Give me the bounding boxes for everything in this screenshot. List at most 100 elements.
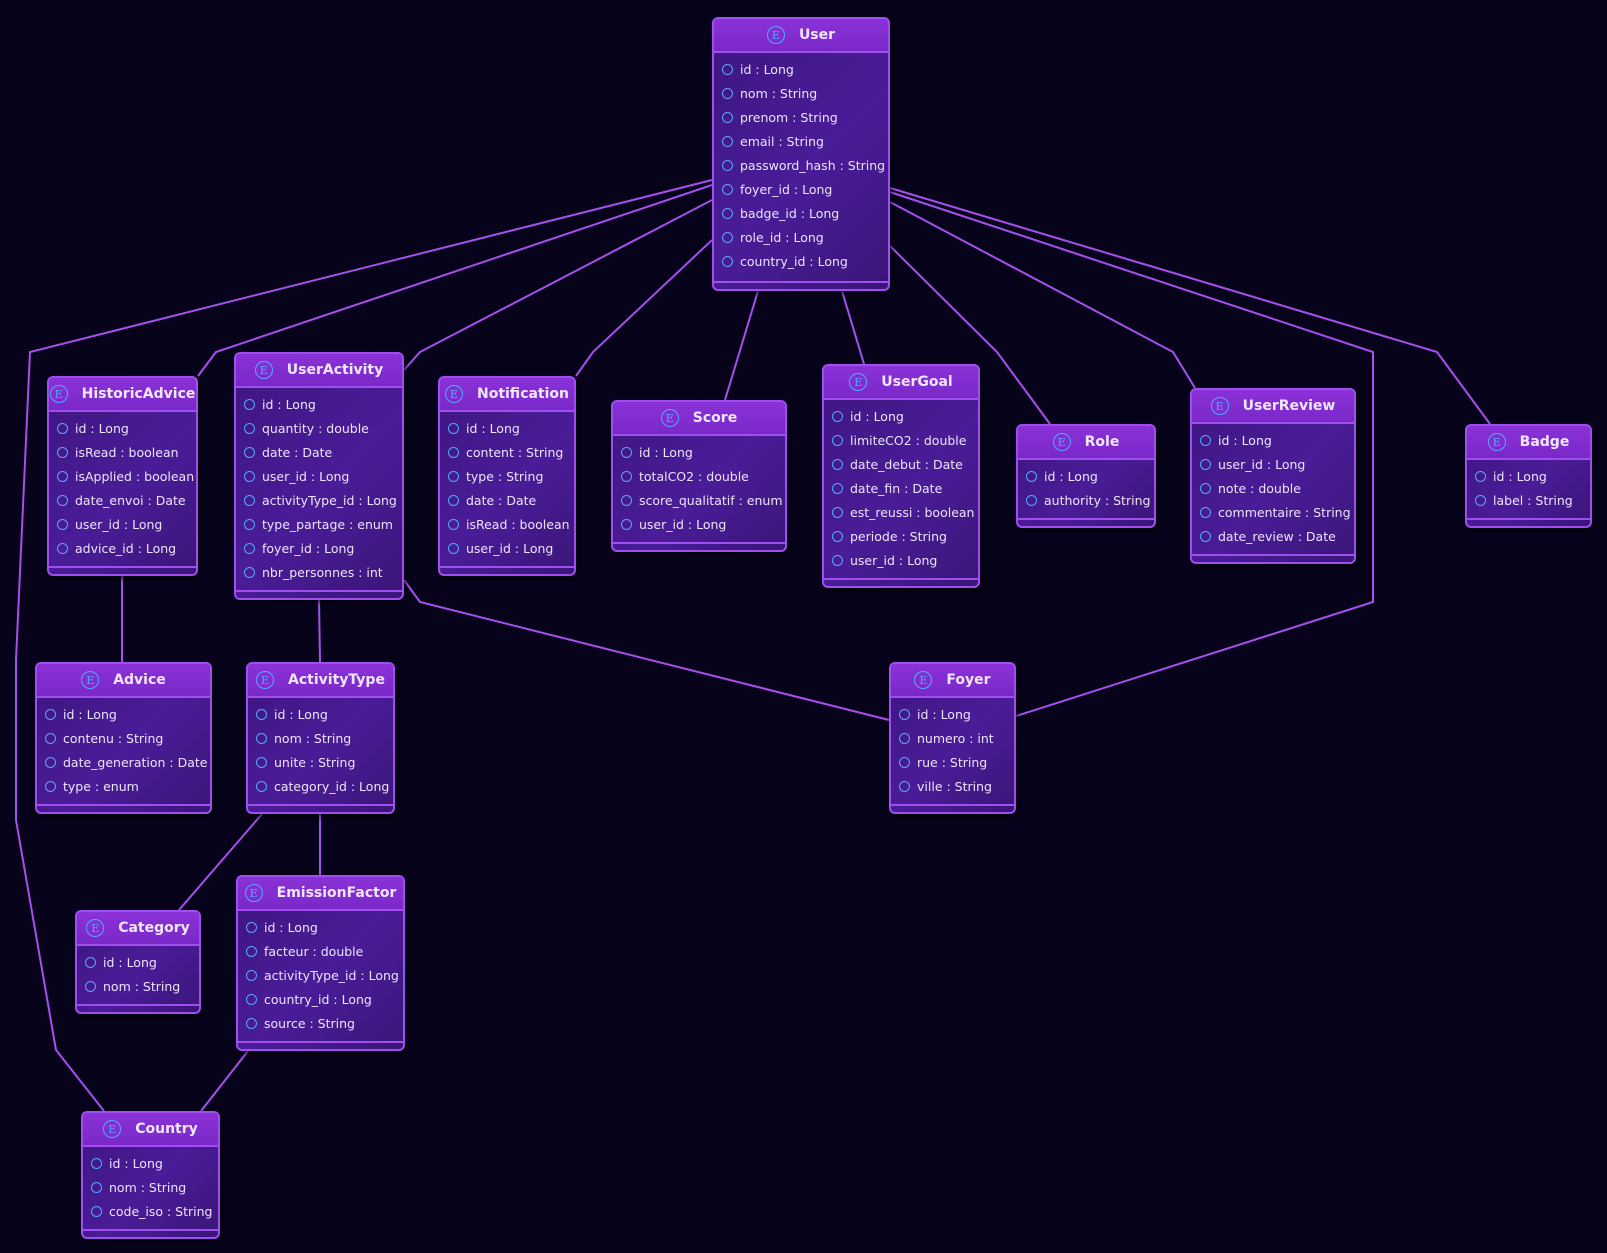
entity-field: id : Long <box>714 57 888 81</box>
entity-name: Advice <box>113 672 166 688</box>
field-visibility-icon <box>1200 530 1211 542</box>
entity-footer-divider <box>1018 518 1154 520</box>
entity-footer-divider <box>238 1041 403 1043</box>
entity-footer-divider <box>236 590 402 592</box>
edge-user-historicadvice <box>15 179 713 1112</box>
field-visibility-icon <box>621 518 632 530</box>
field-visibility-icon <box>256 756 267 768</box>
field-visibility-icon <box>832 482 843 494</box>
field-visibility-icon <box>256 732 267 744</box>
field-visibility-icon <box>899 708 910 720</box>
field-visibility-icon <box>246 1017 257 1029</box>
field-label: id : Long <box>1493 468 1547 484</box>
field-label: date_generation : Date <box>63 754 208 770</box>
entity-footer-divider <box>891 804 1014 806</box>
field-visibility-icon <box>244 494 255 506</box>
field-label: user_id : Long <box>75 516 163 532</box>
entity-field: foyer_id : Long <box>236 536 402 560</box>
field-label: id : Long <box>740 61 794 77</box>
entity-field: unite : String <box>248 750 393 774</box>
entity-field: date_review : Date <box>1192 524 1354 548</box>
field-label: badge_id : Long <box>740 205 840 221</box>
field-label: rue : String <box>917 754 988 770</box>
field-label: activityType_id : Long <box>264 967 399 983</box>
entity-field: quantity : double <box>236 416 402 440</box>
field-label: nom : String <box>103 978 181 994</box>
entity-field: code_iso : String <box>83 1199 218 1223</box>
entity-name: Badge <box>1519 434 1570 450</box>
entity-name: Category <box>118 920 190 936</box>
field-label: user_id : Long <box>850 552 938 568</box>
field-visibility-icon <box>722 183 733 195</box>
entity-field: isApplied : boolean <box>49 464 196 488</box>
field-label: date_fin : Date <box>850 480 943 496</box>
field-label: id : Long <box>1044 468 1098 484</box>
field-visibility-icon <box>722 231 733 243</box>
field-label: category_id : Long <box>274 778 390 794</box>
field-label: date : Date <box>262 444 333 460</box>
field-visibility-icon <box>246 921 257 933</box>
entity-field: id : Long <box>248 702 393 726</box>
field-visibility-icon <box>91 1157 102 1169</box>
edge-user-role <box>889 245 1051 425</box>
edge-user-foyer <box>889 191 1374 717</box>
entity-field: score_qualitatif : enum <box>613 488 785 512</box>
field-label: contenu : String <box>63 730 164 746</box>
field-visibility-icon <box>85 980 96 992</box>
field-visibility-icon <box>1026 494 1037 506</box>
field-visibility-icon <box>57 518 68 530</box>
field-label: source : String <box>264 1015 355 1031</box>
field-visibility-icon <box>722 135 733 147</box>
field-label: advice_id : Long <box>75 540 177 556</box>
field-visibility-icon <box>832 434 843 446</box>
field-visibility-icon <box>722 159 733 171</box>
field-label: date_review : Date <box>1218 528 1336 544</box>
field-visibility-icon <box>899 780 910 792</box>
entity-icon: E <box>444 385 463 403</box>
entity-field: id : Long <box>824 404 978 428</box>
entity-field: id : Long <box>1192 428 1354 452</box>
edge-user-historicadvice-2 <box>197 184 713 377</box>
field-visibility-icon <box>621 494 632 506</box>
field-visibility-icon <box>899 732 910 744</box>
field-label: facteur : double <box>264 943 364 959</box>
entity-footer-divider <box>1192 554 1354 556</box>
entity-field: nom : String <box>83 1175 218 1199</box>
field-label: email : String <box>740 133 824 149</box>
field-label: id : Long <box>274 706 328 722</box>
field-label: password_hash : String <box>740 157 886 173</box>
field-label: isRead : boolean <box>466 516 570 532</box>
entity-name: Notification <box>476 386 570 402</box>
field-visibility-icon <box>91 1181 102 1193</box>
field-label: user_id : Long <box>466 540 554 556</box>
field-visibility-icon <box>722 87 733 99</box>
field-visibility-icon <box>1475 494 1486 506</box>
entity-icon: E <box>103 1120 122 1138</box>
field-label: quantity : double <box>262 420 369 436</box>
